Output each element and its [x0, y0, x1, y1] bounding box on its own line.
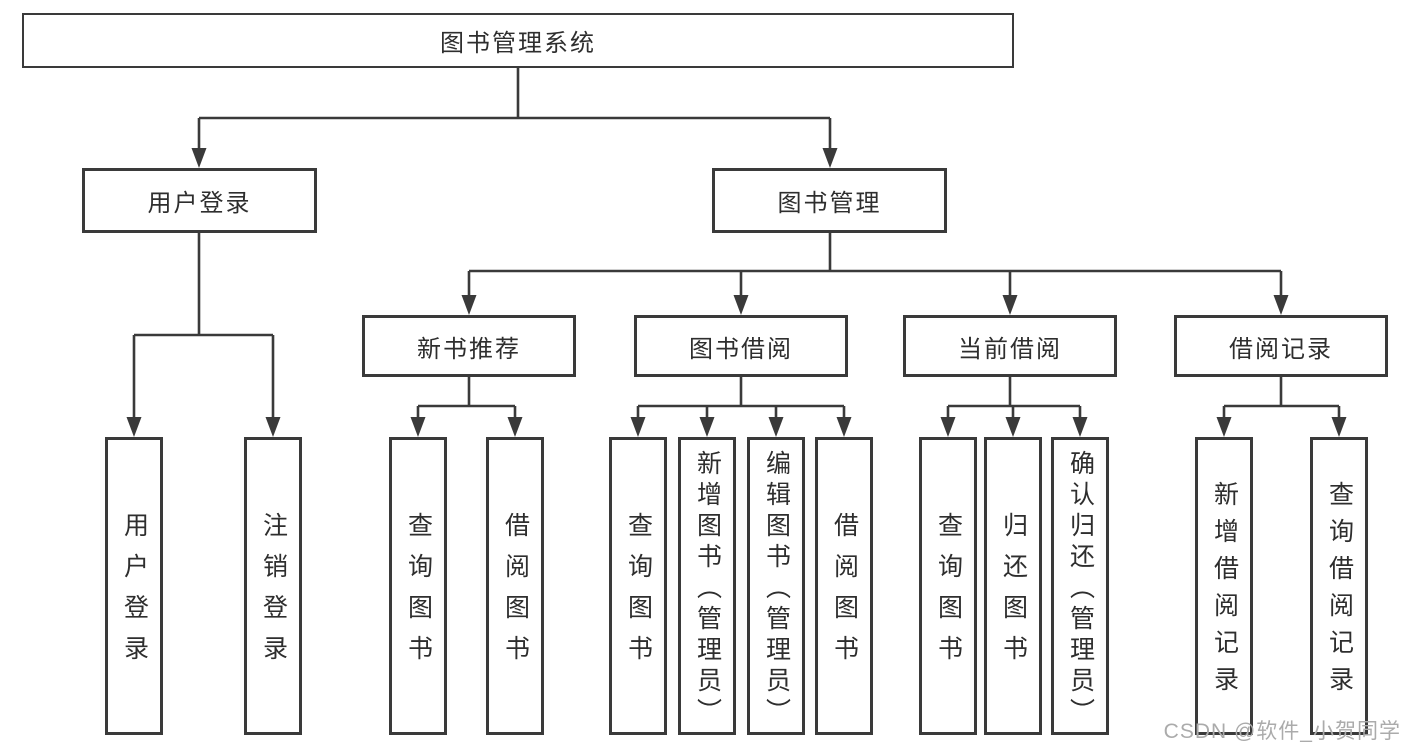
- leaf-label: 新增借阅记录: [1210, 481, 1239, 703]
- node-label: 当前借阅: [958, 335, 1062, 363]
- leaf-user-login: 用户登录: [105, 437, 163, 735]
- leaf-add-borrow-record: 新增借阅记录: [1195, 437, 1253, 735]
- watermark-text: CSDN @软件_小贺同学: [1163, 720, 1401, 743]
- leaf-label: 借阅图书: [501, 512, 530, 676]
- node-book-management: 图书管理: [712, 168, 947, 233]
- leaf-label: 编辑图书（管理员）: [762, 449, 791, 729]
- leaf-label: 注销登录: [259, 512, 288, 676]
- leaf-label: 新增图书（管理员）: [693, 449, 722, 729]
- node-label: 图书管理: [777, 190, 882, 217]
- leaf-edit-book-admin: 编辑图书（管理员）: [747, 437, 805, 735]
- leaf-return-book: 归还图书: [984, 437, 1042, 735]
- node-book-borrow: 图书借阅: [634, 315, 848, 377]
- leaf-logout: 注销登录: [244, 437, 302, 735]
- leaf-label: 用户登录: [120, 512, 149, 676]
- leaf-label: 借阅图书: [830, 512, 859, 676]
- leaf-query-books-borrow: 查询图书: [609, 437, 667, 735]
- leaf-query-books-current: 查询图书: [919, 437, 977, 735]
- leaf-label: 查询图书: [404, 512, 433, 676]
- leaf-add-book-admin: 新增图书（管理员）: [678, 437, 736, 735]
- leaf-label: 确认归还（管理员）: [1066, 449, 1095, 729]
- leaf-borrow-books-recommend: 借阅图书: [486, 437, 544, 735]
- leaf-label: 查询图书: [934, 512, 963, 676]
- node-new-book-recommend: 新书推荐: [362, 315, 576, 377]
- node-label: 借阅记录: [1229, 335, 1333, 363]
- leaf-borrow-books: 借阅图书: [815, 437, 873, 735]
- connector-lines: [132, 68, 1341, 419]
- leaf-query-books-recommend: 查询图书: [389, 437, 447, 735]
- leaf-query-borrow-record: 查询借阅记录: [1310, 437, 1368, 735]
- node-current-borrow: 当前借阅: [903, 315, 1117, 377]
- node-label: 图书管理系统: [440, 30, 596, 57]
- node-label: 图书借阅: [689, 335, 793, 363]
- leaf-label: 查询图书: [624, 512, 653, 676]
- node-borrow-records: 借阅记录: [1174, 315, 1388, 377]
- leaf-confirm-return-admin: 确认归还（管理员）: [1051, 437, 1109, 735]
- node-library-system: 图书管理系统: [22, 13, 1014, 68]
- node-label: 新书推荐: [417, 335, 521, 363]
- leaf-label: 查询借阅记录: [1325, 481, 1354, 703]
- node-user-login-branch: 用户登录: [82, 168, 317, 233]
- leaf-label: 归还图书: [999, 512, 1028, 676]
- node-label: 用户登录: [147, 190, 252, 217]
